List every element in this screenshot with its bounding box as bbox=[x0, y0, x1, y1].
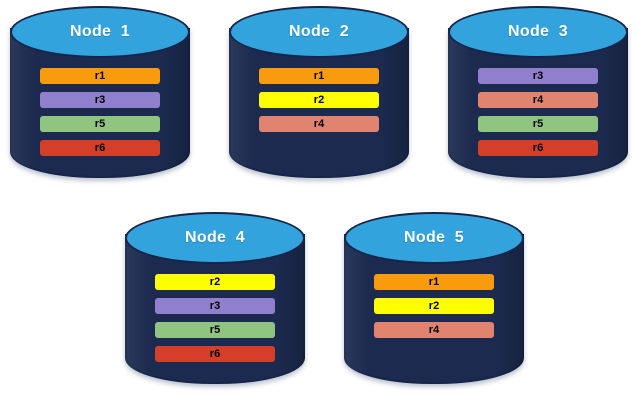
replica-label: r4 bbox=[313, 117, 325, 130]
replica-bar-r5[interactable]: r5 bbox=[40, 116, 160, 132]
replica-bar-r3[interactable]: r3 bbox=[478, 68, 598, 84]
replica-bar-r5[interactable]: r5 bbox=[155, 322, 275, 338]
replica-bar-r2[interactable]: r2 bbox=[155, 274, 275, 290]
database-node-1[interactable]: Node 1 r1 r3 r5 r6 bbox=[10, 6, 190, 184]
replica-bar-r3[interactable]: r3 bbox=[155, 298, 275, 314]
replica-label: r5 bbox=[94, 117, 106, 130]
replica-label: r1 bbox=[313, 69, 325, 82]
replica-bar-r3[interactable]: r3 bbox=[40, 92, 160, 108]
replica-list: r2 r3 r5 r6 bbox=[155, 274, 275, 370]
node-label: Node 2 bbox=[289, 23, 349, 40]
node-label: Node 4 bbox=[185, 229, 245, 246]
replica-label: r6 bbox=[209, 347, 221, 360]
replica-label: r5 bbox=[209, 323, 221, 336]
replica-bar-r1[interactable]: r1 bbox=[40, 68, 160, 84]
replica-label: r3 bbox=[94, 93, 106, 106]
replica-label: r4 bbox=[532, 93, 544, 106]
database-node-5[interactable]: Node 5 r1 r2 r4 bbox=[344, 212, 524, 390]
replica-bar-r2[interactable]: r2 bbox=[259, 92, 379, 108]
replica-label: r6 bbox=[94, 141, 106, 154]
node-label: Node 3 bbox=[508, 23, 568, 40]
replica-list: r1 r3 r5 r6 bbox=[40, 68, 160, 164]
replica-bar-r2[interactable]: r2 bbox=[374, 298, 494, 314]
database-node-3[interactable]: Node 3 r3 r4 r5 r6 bbox=[448, 6, 628, 184]
replica-bar-r6[interactable]: r6 bbox=[478, 140, 598, 156]
replica-list: r1 r2 r4 bbox=[259, 68, 379, 140]
replica-label: r6 bbox=[532, 141, 544, 154]
replica-label: r2 bbox=[209, 275, 221, 288]
replica-bar-r4[interactable]: r4 bbox=[478, 92, 598, 108]
database-node-2[interactable]: Node 2 r1 r2 r4 bbox=[229, 6, 409, 184]
replica-label: r1 bbox=[94, 69, 106, 82]
replica-bar-r4[interactable]: r4 bbox=[259, 116, 379, 132]
replica-label: r3 bbox=[532, 69, 544, 82]
replica-label: r3 bbox=[209, 299, 221, 312]
replica-bar-r6[interactable]: r6 bbox=[155, 346, 275, 362]
cylinder-top-ellipse bbox=[344, 212, 524, 264]
replica-bar-r4[interactable]: r4 bbox=[374, 322, 494, 338]
replica-label: r5 bbox=[532, 117, 544, 130]
replica-bar-r5[interactable]: r5 bbox=[478, 116, 598, 132]
replica-label: r1 bbox=[428, 275, 440, 288]
replica-label: r2 bbox=[313, 93, 325, 106]
replica-label: r2 bbox=[428, 299, 440, 312]
cylinder-top-ellipse bbox=[125, 212, 305, 264]
replica-bar-r1[interactable]: r1 bbox=[374, 274, 494, 290]
cylinder-top-ellipse bbox=[448, 6, 628, 58]
node-label: Node 1 bbox=[70, 23, 130, 40]
replica-bar-r1[interactable]: r1 bbox=[259, 68, 379, 84]
replica-label: r4 bbox=[428, 323, 440, 336]
cylinder-top-ellipse bbox=[10, 6, 190, 58]
database-node-4[interactable]: Node 4 r2 r3 r5 r6 bbox=[125, 212, 305, 390]
replica-list: r3 r4 r5 r6 bbox=[478, 68, 598, 164]
cylinder-top-ellipse bbox=[229, 6, 409, 58]
replica-bar-r6[interactable]: r6 bbox=[40, 140, 160, 156]
node-label: Node 5 bbox=[404, 229, 464, 246]
replica-list: r1 r2 r4 bbox=[374, 274, 494, 346]
